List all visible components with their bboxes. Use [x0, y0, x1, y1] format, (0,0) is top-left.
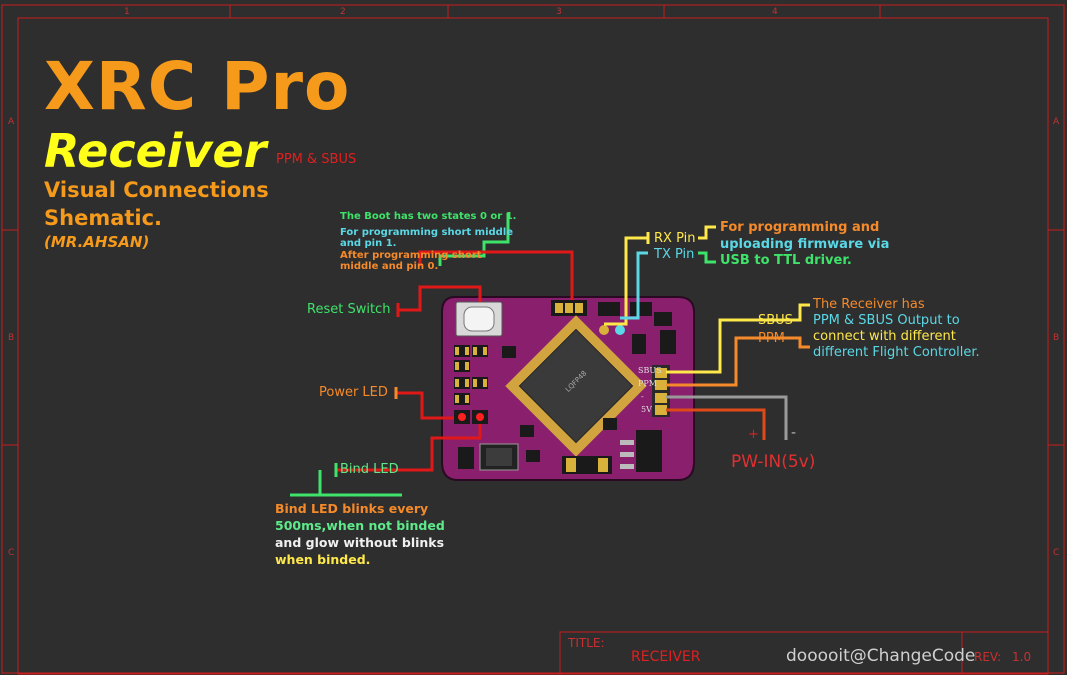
- frame-coord-top-3: 3: [556, 7, 562, 17]
- boot-note: The Boot has two states 0 or 1. For prog…: [340, 211, 516, 273]
- frame-coord-left-c: C: [8, 548, 15, 558]
- frame-coord-top-2: 2: [340, 7, 346, 17]
- frame-coord-left-a: A: [8, 117, 15, 127]
- firmware-note-line-2: uploading firmware via: [720, 236, 890, 252]
- reset-switch-label: Reset Switch: [307, 302, 391, 317]
- pcb-board: LQFP48: [441, 296, 695, 481]
- pin-label-5v: 5V: [641, 405, 652, 414]
- title-block-label: TITLE:: [568, 636, 605, 650]
- rx-pin-label: RX Pin: [654, 231, 696, 246]
- title-block-value: RECEIVER: [631, 649, 701, 665]
- power-led-label: Power LED: [319, 385, 388, 400]
- receiver-note-line-4: different Flight Controller.: [813, 345, 980, 360]
- page-title: XRC Pro: [44, 48, 351, 125]
- sbus-label: SBUS: [758, 313, 793, 328]
- pin-label-sbus: SBUS: [638, 366, 662, 375]
- boot-note-line-4: After programming short: [340, 249, 482, 261]
- pin-label-gnd: -: [641, 392, 644, 401]
- minus-label: -: [791, 425, 797, 441]
- receiver-note-line-2: PPM & SBUS Output to: [813, 313, 960, 328]
- boot-note-line-1: The Boot has two states 0 or 1.: [340, 211, 517, 222]
- boot-note-line-3: and pin 1.: [340, 238, 397, 249]
- pw-in-label: PW-IN(5v): [731, 452, 816, 472]
- bind-note-line-2: 500ms,when not binded: [275, 518, 445, 533]
- frame-coord-right-a: A: [1053, 117, 1060, 127]
- revision-label: REV:: [974, 650, 1002, 664]
- firmware-note-line-1: For programming and: [720, 220, 880, 235]
- firmware-note-line-3: USB to TTL driver.: [720, 253, 852, 268]
- title-author: (MR.AHSAN): [44, 233, 150, 251]
- watermark: dooooit@ChangeCode: [786, 646, 976, 666]
- receiver-note-line-3: connect with different: [813, 329, 956, 344]
- receiver-note: The Receiver has PPM & SBUS Output to co…: [813, 297, 980, 361]
- frame-coord-left-b: B: [8, 333, 15, 343]
- bind-note-line-3: and glow without blinks: [275, 535, 445, 550]
- bind-led-note: Bind LED blinks every 500ms,when not bin…: [275, 500, 445, 568]
- title-tag: PPM & SBUS: [276, 152, 357, 167]
- revision-value: 1.0: [1012, 650, 1032, 664]
- firmware-note: For programming and uploading firmware v…: [720, 220, 889, 270]
- page-subtitle: Receiver: [44, 124, 267, 178]
- connection-wires: [290, 213, 810, 497]
- bind-note-line-4: when binded.: [275, 552, 371, 567]
- pin-label-ppm: PPM: [638, 379, 657, 388]
- title-line-1: Visual Connections: [44, 178, 269, 202]
- frame-coord-top-4: 4: [772, 7, 778, 17]
- bind-note-line-1: Bind LED blinks every: [275, 501, 429, 516]
- bind-led-label: Bind LED: [340, 462, 399, 477]
- frame-coord-top-1: 1: [124, 7, 130, 17]
- title-line-2: Shematic.: [44, 206, 163, 230]
- boot-note-line-2: For programming short middle: [340, 226, 514, 238]
- frame-coord-right-b: B: [1053, 333, 1060, 343]
- tx-pin-label: TX Pin: [654, 247, 695, 262]
- drawing-frame: [1, 4, 1065, 675]
- ppm-label: PPM: [758, 331, 785, 346]
- receiver-note-line-1: The Receiver has: [813, 297, 925, 312]
- frame-coord-right-c: C: [1053, 548, 1060, 558]
- plus-label: +: [748, 427, 759, 442]
- boot-note-line-5: middle and pin 0.: [340, 261, 439, 272]
